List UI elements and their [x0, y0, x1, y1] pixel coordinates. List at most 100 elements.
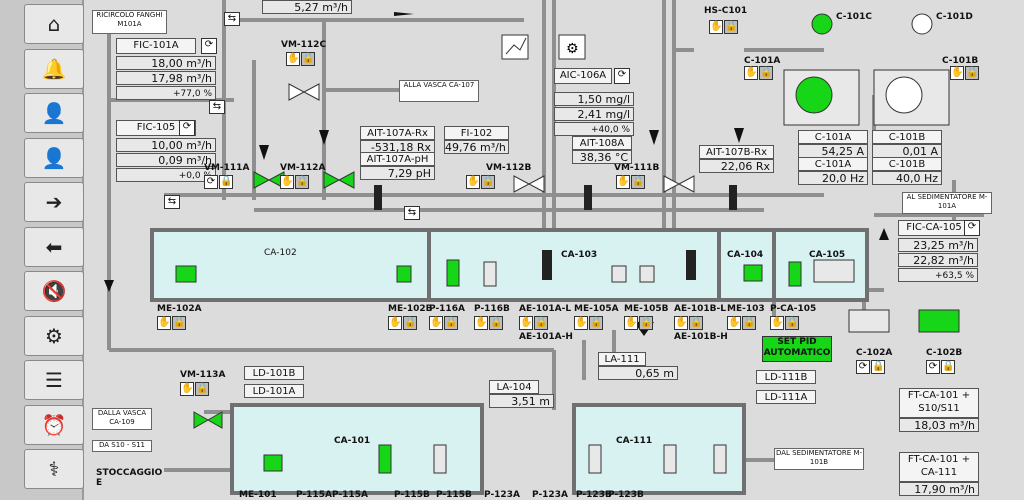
equip-label-7: AE-101B-L: [674, 304, 726, 314]
equip-0-hand-icon[interactable]: ✋: [157, 316, 171, 330]
ait107b-label: AIT-107B-Rx: [699, 145, 774, 159]
equip-1-hand-icon[interactable]: ✋: [388, 316, 402, 330]
vm112b-lock-icon[interactable]: 🔒: [481, 175, 495, 189]
stethoscope-button[interactable]: ⚕: [24, 449, 84, 489]
ld111a-label: LD-111A: [756, 390, 816, 404]
ait107a-rx-label: AIT-107A-Rx: [360, 126, 435, 140]
aic106a-label[interactable]: AIC-106A: [554, 68, 612, 84]
vm112b-hand-icon[interactable]: ✋: [466, 175, 480, 189]
equip-9-hand-icon[interactable]: ✋: [770, 316, 784, 330]
c102b-lock-icon[interactable]: 🔒: [941, 360, 955, 374]
vm111b-hand-icon[interactable]: ✋: [616, 175, 630, 189]
ae101b-h-label: AE-101B-H: [674, 332, 728, 342]
ca101-label: CA-101: [334, 436, 371, 446]
vm112a-hand-icon[interactable]: ✋: [280, 175, 294, 189]
la111-label: LA-111: [598, 352, 646, 366]
set-pid-button[interactable]: SET PID AUTOMATICO: [762, 336, 832, 362]
fic101a-auto-icon[interactable]: ⟳: [201, 38, 217, 54]
fic101a-valve-icon[interactable]: ⇆: [209, 100, 225, 114]
vm112c-lock-icon[interactable]: 🔒: [301, 52, 315, 66]
bottom-label-6: P-123A: [532, 490, 568, 500]
ricircolo-valve-icon[interactable]: ⇆: [224, 12, 240, 26]
vm111a-label: VM-111A: [204, 163, 250, 173]
equip-6-hand-icon[interactable]: ✋: [624, 316, 638, 330]
vm113a-hand-icon[interactable]: ✋: [180, 382, 194, 396]
c102a-label: C-102A: [856, 348, 893, 358]
equip-7-lock-icon[interactable]: 🔒: [689, 316, 703, 330]
equip-4-lock-icon[interactable]: 🔒: [534, 316, 548, 330]
equip-9-lock-icon[interactable]: 🔒: [785, 316, 799, 330]
c102a-lock-icon[interactable]: 🔒: [871, 360, 885, 374]
alarm-clock-button[interactable]: ⏰: [24, 404, 84, 445]
gears-button[interactable]: ⚙: [24, 315, 84, 356]
equip-4-hand-icon[interactable]: ✋: [519, 316, 533, 330]
equip-8-lock-icon[interactable]: 🔒: [742, 316, 756, 330]
equip-2-hand-icon[interactable]: ✋: [429, 316, 443, 330]
fic105-valve-icon[interactable]: ⇆: [164, 195, 180, 209]
c101a-top-lock-icon[interactable]: 🔒: [759, 66, 773, 80]
bell-button[interactable]: 🔔: [24, 48, 84, 89]
hsc101-lock-icon[interactable]: 🔒: [724, 20, 738, 34]
bottom-label-1: P-115A: [296, 490, 332, 500]
ld101a-label: LD-101A: [244, 384, 304, 398]
user-gray-button[interactable]: 👤: [24, 137, 84, 178]
vm112c-hand-icon[interactable]: ✋: [286, 52, 300, 66]
aic106a-auto-icon[interactable]: ⟳: [614, 68, 630, 84]
vm111b-lock-icon[interactable]: 🔒: [631, 175, 645, 189]
aic106a-sp: 1,50 mg/l: [554, 92, 634, 106]
equip-5-lock-icon[interactable]: 🔒: [589, 316, 603, 330]
equip-7-hand-icon[interactable]: ✋: [674, 316, 688, 330]
ftca101-value: 18,03 m³/h: [899, 418, 979, 432]
equip-8-hand-icon[interactable]: ✋: [727, 316, 741, 330]
ca104-label: CA-104: [727, 250, 764, 260]
arrow-left-icon: ⬅: [45, 234, 63, 259]
c102a-auto-icon[interactable]: ⟳: [856, 360, 870, 374]
c101b-amp-label: C-101B: [872, 130, 942, 144]
vm111a-auto-icon[interactable]: ⟳: [204, 175, 218, 189]
c101b-top-lock-icon[interactable]: 🔒: [965, 66, 979, 80]
equip-6-lock-icon[interactable]: 🔒: [639, 316, 653, 330]
home-button[interactable]: ⌂: [24, 4, 84, 44]
mute-button[interactable]: 🔇: [24, 271, 84, 311]
equip-2-lock-icon[interactable]: 🔒: [444, 316, 458, 330]
sidebar: ⌂🔔👤👤➔⬅🔇⚙☰⏰⚕: [0, 0, 84, 500]
fic101a-sp: 18,00 m³/h: [116, 56, 216, 70]
equip-3-lock-icon[interactable]: 🔒: [489, 316, 503, 330]
stoccaggio-label: STOCCAGGIO E: [96, 468, 163, 488]
equip-label-2: P-116A: [429, 304, 465, 314]
equip-3-hand-icon[interactable]: ✋: [474, 316, 488, 330]
arrow-left-button[interactable]: ⬅: [24, 226, 84, 267]
vm111a-lock-icon[interactable]: 🔒: [219, 175, 233, 189]
dalla-vasca-label: DALLA VASCA CA-109: [92, 408, 152, 430]
vm113a-lock-icon[interactable]: 🔒: [195, 382, 209, 396]
fic105-pv: 0,09 m³/h: [116, 153, 216, 167]
fi102-value: 49,76 m³/h: [444, 140, 509, 154]
equip-label-8: ME-103: [727, 304, 765, 314]
equip-5-hand-icon[interactable]: ✋: [574, 316, 588, 330]
arrow-right-button[interactable]: ➔: [24, 182, 84, 222]
c101b-top-hand-icon[interactable]: ✋: [950, 66, 964, 80]
equip-0-lock-icon[interactable]: 🔒: [172, 316, 186, 330]
equip-1-lock-icon[interactable]: 🔒: [403, 316, 417, 330]
bottom-label-7: P-123B: [576, 490, 612, 500]
hsc101-hand-icon[interactable]: ✋: [709, 20, 723, 34]
ficca105-label[interactable]: FIC-CA-105: [898, 220, 970, 236]
ftca101-111-label: FT-CA-101 + CA-111: [899, 452, 979, 482]
c101a-top-hand-icon[interactable]: ✋: [744, 66, 758, 80]
ficca105-pct: +63,5 %: [898, 268, 978, 282]
dal-sedimentatore-label: DAL SEDIMENTATORE M-101B: [774, 448, 864, 470]
vm112a-lock-icon[interactable]: 🔒: [295, 175, 309, 189]
fic105-label[interactable]: FIC-105: [116, 120, 196, 136]
alla-vasca-label: ALLA VASCA CA-107: [399, 80, 479, 102]
user-gray-icon: 👤: [41, 145, 67, 170]
ait107a-flow-icon[interactable]: ⇆: [404, 206, 420, 220]
user-button[interactable]: 👤: [24, 93, 84, 133]
aic106a-pv: 2,41 mg/l: [554, 107, 634, 121]
ficca105-auto-icon[interactable]: ⟳: [964, 220, 980, 236]
fic105-auto-icon[interactable]: ⟳: [179, 120, 195, 136]
fic101a-label[interactable]: FIC-101A: [116, 38, 196, 54]
report-button[interactable]: ☰: [24, 360, 84, 400]
mute-icon: 🔇: [41, 279, 67, 303]
c102b-auto-icon[interactable]: ⟳: [926, 360, 940, 374]
c101b-hz-value: 40,0 Hz: [872, 171, 942, 185]
